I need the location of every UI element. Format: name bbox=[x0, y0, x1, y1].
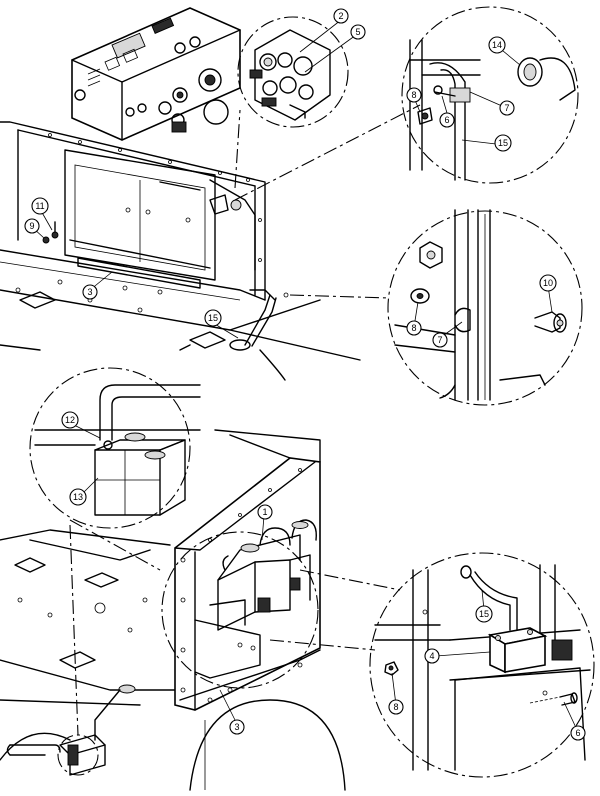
callout-1: 1 bbox=[257, 504, 273, 520]
callout-7: 7 bbox=[432, 332, 448, 348]
callout-8: 8 bbox=[406, 320, 422, 336]
svg-text:10: 10 bbox=[543, 278, 553, 288]
callout-15: 15 bbox=[204, 309, 222, 327]
leader-line bbox=[69, 524, 79, 736]
svg-text:7: 7 bbox=[504, 103, 509, 113]
leader-line bbox=[234, 109, 241, 189]
callout-3: 3 bbox=[82, 284, 98, 300]
svg-text:1: 1 bbox=[262, 507, 267, 517]
callout-2: 2 bbox=[333, 8, 349, 24]
svg-text:5: 5 bbox=[355, 27, 360, 37]
leader-line bbox=[69, 519, 161, 571]
upper-mounting-plate bbox=[0, 121, 361, 381]
callout-15: 15 bbox=[475, 605, 493, 623]
callout-15: 15 bbox=[494, 134, 512, 152]
lower-main-assembly bbox=[0, 429, 346, 791]
svg-text:3: 3 bbox=[234, 722, 239, 732]
callout-6: 6 bbox=[570, 725, 586, 741]
callout-6: 6 bbox=[439, 112, 455, 128]
detail-circle-fittings bbox=[237, 16, 349, 128]
callout-11: 11 bbox=[31, 197, 49, 215]
svg-text:4: 4 bbox=[429, 651, 434, 661]
detail-circle-regulator bbox=[369, 552, 595, 778]
callout-12: 12 bbox=[61, 411, 79, 429]
svg-text:7: 7 bbox=[437, 335, 442, 345]
svg-text:9: 9 bbox=[29, 221, 34, 231]
svg-text:6: 6 bbox=[444, 115, 449, 125]
callout-14: 14 bbox=[488, 36, 506, 54]
svg-text:8: 8 bbox=[393, 702, 398, 712]
callout-9: 9 bbox=[24, 218, 40, 234]
svg-text:3: 3 bbox=[87, 287, 92, 297]
svg-text:2: 2 bbox=[338, 11, 343, 21]
svg-text:11: 11 bbox=[35, 201, 44, 211]
svg-text:12: 12 bbox=[65, 415, 75, 425]
svg-text:15: 15 bbox=[208, 313, 218, 323]
svg-text:15: 15 bbox=[498, 138, 508, 148]
callout-8: 8 bbox=[406, 87, 422, 103]
detail-circle-valve-top bbox=[401, 6, 579, 184]
control-box-illustration bbox=[71, 7, 241, 141]
detail-circle-panel bbox=[161, 531, 319, 689]
leader-line bbox=[234, 104, 421, 201]
callout-3: 3 bbox=[229, 719, 245, 735]
svg-text:14: 14 bbox=[492, 40, 502, 50]
svg-text:13: 13 bbox=[73, 492, 83, 502]
svg-text:8: 8 bbox=[411, 323, 416, 333]
svg-text:8: 8 bbox=[411, 90, 416, 100]
detail-circle-bracket bbox=[29, 367, 201, 529]
detail-circle-valve-middle bbox=[387, 209, 583, 406]
leader-line bbox=[269, 639, 376, 651]
svg-text:6: 6 bbox=[575, 728, 580, 738]
callout-7: 7 bbox=[499, 100, 515, 116]
leader-line bbox=[289, 294, 391, 299]
svg-text:15: 15 bbox=[479, 609, 489, 619]
callout-10: 10 bbox=[539, 274, 557, 292]
leader-line bbox=[299, 569, 401, 591]
callout-4: 4 bbox=[424, 648, 440, 664]
callout-5: 5 bbox=[350, 24, 366, 40]
callout-13: 13 bbox=[69, 488, 87, 506]
callout-8: 8 bbox=[388, 699, 404, 715]
